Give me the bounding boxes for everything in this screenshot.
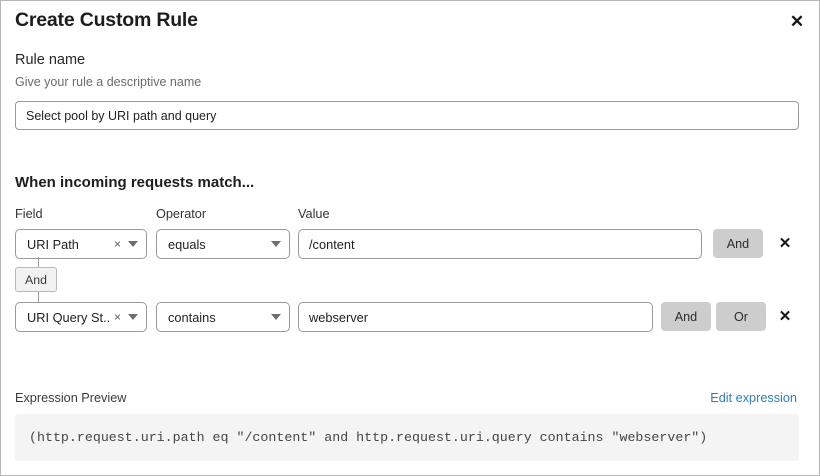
chevron-down-icon [128,241,138,247]
and-button-row-1[interactable]: And [713,229,763,258]
rule-name-input[interactable] [15,101,799,130]
remove-condition-icon[interactable]: ✕ [773,301,797,331]
edit-expression-link[interactable]: Edit expression [710,391,797,405]
clear-icon[interactable]: × [113,237,121,251]
condition-row: URI Path × equals And ✕ [1,228,819,259]
connector-line-bottom [38,292,39,303]
chevron-down-icon [128,314,138,320]
column-header-field: Field [15,207,43,221]
chevron-down-icon [271,241,281,247]
expression-preview-code: (http.request.uri.path eq "/content" and… [29,430,708,445]
field-select-2-value: URI Query St... [27,309,110,325]
clear-icon[interactable]: × [113,310,121,324]
close-icon[interactable]: ✕ [783,7,811,35]
and-button-row-2[interactable]: And [661,302,711,331]
rule-name-label: Rule name [15,52,86,68]
condition-connector: And [1,257,201,305]
operator-select-2-value: contains [168,309,216,325]
value-input-1[interactable] [298,229,702,259]
expression-preview-label: Expression Preview [15,391,127,405]
operator-select-1-value: equals [168,236,206,252]
operator-select-1[interactable]: equals [156,229,290,259]
or-button-row-2[interactable]: Or [716,302,766,331]
remove-condition-icon[interactable]: ✕ [773,228,797,258]
expression-preview-box: (http.request.uri.path eq "/content" and… [15,414,799,461]
column-header-value: Value [298,207,330,221]
value-input-2[interactable] [298,302,653,332]
field-select-2[interactable]: URI Query St... × [15,302,147,332]
connector-and-badge[interactable]: And [15,267,57,292]
condition-row: URI Query St... × contains And Or ✕ [1,301,819,332]
field-select-1[interactable]: URI Path × [15,229,147,259]
operator-select-2[interactable]: contains [156,302,290,332]
chevron-down-icon [271,314,281,320]
field-select-1-value: URI Path [27,236,79,252]
match-section-heading: When incoming requests match... [15,174,255,191]
column-header-operator: Operator [156,207,207,221]
rule-name-help-text: Give your rule a descriptive name [15,75,202,89]
connector-line-top [38,257,39,267]
page-title: Create Custom Rule [15,9,198,31]
